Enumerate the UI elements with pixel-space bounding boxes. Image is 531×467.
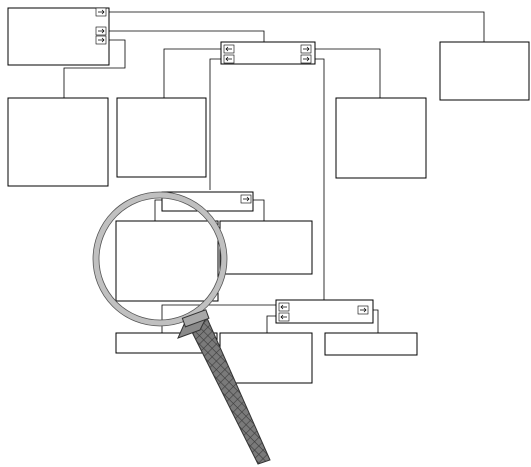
link-mid-switch-to-lower-left <box>155 200 162 222</box>
ethernet-port-icon <box>241 195 251 203</box>
left-device[interactable] <box>8 98 108 186</box>
bottom-mid-device[interactable] <box>220 333 312 383</box>
root-device[interactable] <box>8 8 109 65</box>
bottom-right-device[interactable] <box>325 333 417 355</box>
lower-left-device[interactable] <box>116 221 218 301</box>
link-top-switch-to-center-left <box>164 49 222 98</box>
ethernet-port-icon <box>96 27 106 35</box>
lower-right-device[interactable] <box>220 221 312 274</box>
link-top-switch-to-mid-switch <box>210 59 222 190</box>
ethernet-port-icon <box>279 303 289 311</box>
ethernet-port-icon <box>279 313 289 321</box>
right-device[interactable] <box>440 42 529 100</box>
center-right-device[interactable] <box>336 98 426 178</box>
ethernet-port-icon <box>301 55 311 63</box>
ethernet-port-icon <box>224 55 234 63</box>
ethernet-port-icon <box>358 306 368 314</box>
link-mid-switch-to-lower-right <box>252 200 264 222</box>
link-bottom-switch-to-bottom-mid <box>267 316 276 333</box>
center-left-device[interactable] <box>117 98 206 177</box>
ethernet-port-icon <box>96 36 106 44</box>
ethernet-port-icon <box>224 45 234 53</box>
link-top-switch-to-center-right <box>310 49 380 98</box>
ethernet-port-icon <box>96 8 106 16</box>
link-root-to-right-device <box>108 12 484 43</box>
ethernet-port-icon <box>301 45 311 53</box>
